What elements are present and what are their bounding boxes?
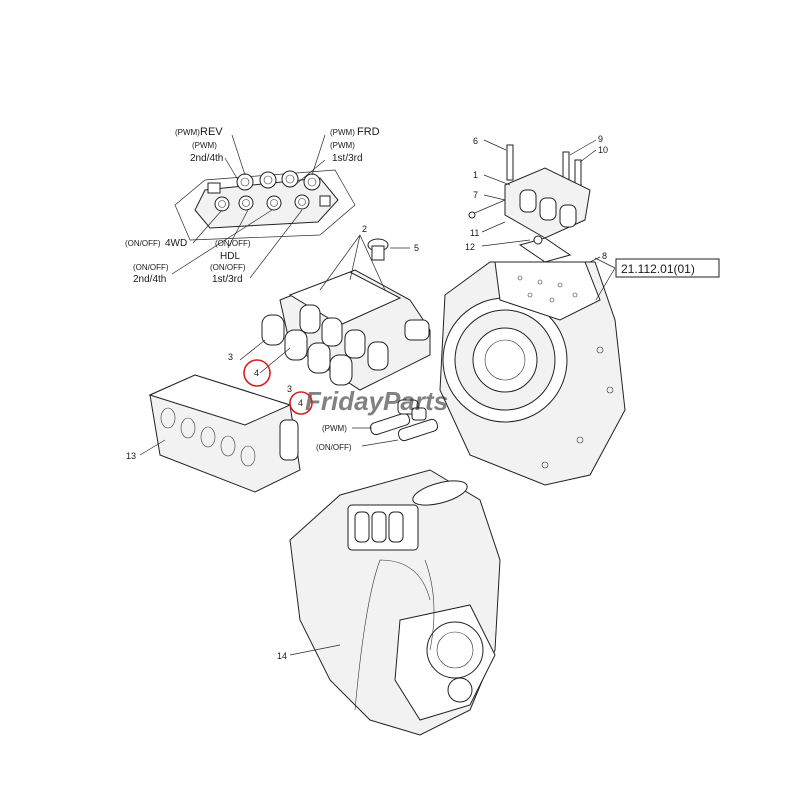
second-fourth-label: 2nd/4th [190,153,223,164]
callout-7: 7 [473,190,478,200]
callout-8: 8 [602,251,607,261]
transmission-housing [439,261,626,486]
solenoid-valve-assembly [239,234,431,391]
transmission-assembly [289,469,501,736]
four-wd-label: 4WD [165,238,187,249]
onoff-1st3rd-tag: (ON/OFF) [210,263,246,272]
reference-code: 21.112.01(01) [621,262,695,276]
valve-body [139,374,301,493]
rev-label: REV [200,126,223,138]
callout-2: 2 [362,224,367,234]
highlight-circle [289,391,313,415]
pwm-2nd4th-tag: (PWM) [192,141,217,150]
pwm-small-tag: (PWM) [322,424,347,433]
valve-block-inset [174,169,356,241]
frd-label: FRD [357,126,380,138]
onoff-1st3rd-label: 1st/3rd [212,274,243,285]
callout-3a: 3 [228,352,233,362]
small-solenoids [352,399,439,447]
callout-12: 12 [465,242,475,252]
pwm-rev-tag: (PWM) [175,128,200,137]
onoff-small-tag: (ON/OFF) [316,443,352,452]
callout-4a: 4 [254,368,259,378]
callout-6: 6 [473,136,478,146]
plug-part [367,238,410,261]
callout-4b: 4 [298,398,303,408]
onoff-2nd4th-tag: (ON/OFF) [133,263,169,272]
hdl-label: HDL [220,251,240,262]
callout-14: 14 [277,651,287,661]
callout-3b: 3 [287,384,292,394]
reference-box: 21.112.01(01) [615,258,720,278]
callout-5: 5 [414,243,419,253]
pwm-frd-tag: (PWM) [330,128,355,137]
callout-9: 9 [598,134,603,144]
pwm-1st3rd-tag: (PWM) [330,141,355,150]
top-valve-group [468,144,591,263]
watermark: FridayParts [305,386,448,416]
highlight-circle [243,359,271,387]
onoff-4wd-tag: (ON/OFF) [125,239,161,248]
onoff-2nd4th-label: 2nd/4th [133,274,166,285]
callout-10: 10 [598,145,608,155]
onoff-hdl-tag: (ON/OFF) [215,239,251,248]
callout-1: 1 [473,170,478,180]
callout-13: 13 [126,451,136,461]
callout-11: 11 [470,228,479,238]
first-third-label: 1st/3rd [332,153,363,164]
